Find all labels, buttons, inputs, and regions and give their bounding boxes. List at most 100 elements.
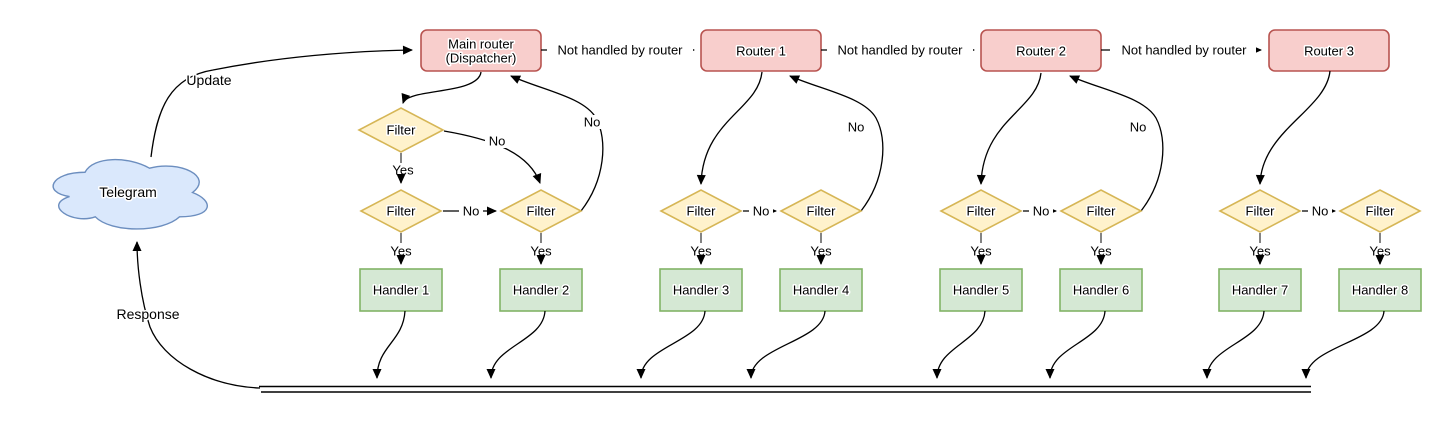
- no-label: No: [584, 115, 601, 130]
- no-label: No: [753, 204, 770, 219]
- handler-box-2: Handler 2: [499, 268, 583, 312]
- yes-label: Yes: [690, 244, 712, 259]
- handler-shape: [1218, 268, 1302, 312]
- handler-box-4: Handler 4: [779, 268, 863, 312]
- yes-label: Yes: [970, 244, 992, 259]
- no-label: No: [1130, 120, 1147, 135]
- handler-8-to-bus-arrow: [1301, 310, 1385, 379]
- router2-to-filter-arrow: [976, 72, 1042, 185]
- filter-diamond-2-right: Filter: [779, 189, 863, 233]
- filter-shape: [939, 189, 1023, 233]
- filter-main-top-shape: [357, 107, 445, 153]
- no-label-bg: [459, 204, 483, 218]
- filter-label: Filter: [1087, 204, 1117, 219]
- not-handled-edge-1: Not handled by router: [541, 41, 695, 59]
- no-label: No: [489, 134, 506, 149]
- filter-shape: [499, 189, 583, 233]
- router-main-label-line2: (Dispatcher): [446, 51, 517, 66]
- handler-2-to-bus-arrow: [486, 310, 546, 379]
- loop-no-edge-main: No: [510, 75, 604, 212]
- not-handled-label-1: Not handled by router: [557, 43, 683, 58]
- loop-no-edge-router2: No: [1069, 75, 1164, 212]
- no-label: No: [1033, 204, 1050, 219]
- filter-shape: [359, 189, 443, 233]
- main-to-filter-arrow: [401, 71, 482, 104]
- filter-diamond-4-right: Filter: [1338, 189, 1422, 233]
- handler-label: Handler 7: [1232, 283, 1288, 298]
- no-label-bg: [749, 204, 773, 218]
- handler-4-to-bus-arrow: [746, 310, 826, 379]
- yes-drop-8: Yes: [1368, 233, 1393, 265]
- handler-5-to-bus-arrow: [932, 310, 986, 379]
- yes-drop-1: Yes: [389, 233, 414, 265]
- handler-shape: [499, 268, 583, 312]
- filter-shape: [1218, 189, 1302, 233]
- no-label-bg: [1126, 120, 1150, 134]
- handler-label: Handler 1: [373, 283, 429, 298]
- filter-shape: [779, 189, 863, 233]
- telegram-label: Telegram: [99, 184, 157, 200]
- response-bus: [259, 385, 1311, 393]
- filter-shape: [1059, 189, 1143, 233]
- handler-box-7: Handler 7: [1218, 268, 1302, 312]
- not-handled-edge-3: Not handled by router: [1101, 41, 1262, 59]
- router-box-1: Router 1: [700, 29, 822, 72]
- response-edge: Response: [115, 241, 261, 389]
- handler-shape: [779, 268, 863, 312]
- handler-box-5: Handler 5: [939, 268, 1023, 312]
- update-arrow: [150, 45, 413, 158]
- handler-box-3: Handler 3: [659, 268, 743, 312]
- filter-no-link-3: No: [1023, 202, 1057, 220]
- handler-shape: [1338, 268, 1422, 312]
- router-2-label: Router 2: [1016, 44, 1066, 59]
- handler-label: Handler 4: [793, 283, 849, 298]
- not-handled-label-bg-2: [827, 42, 973, 58]
- yes-label: Yes: [810, 244, 832, 259]
- handler-label: Handler 6: [1073, 283, 1129, 298]
- handler-shape: [359, 268, 443, 312]
- not-handled-label-3: Not handled by router: [1121, 43, 1247, 58]
- handler-label: Handler 2: [513, 283, 569, 298]
- handler-1-to-bus-arrow: [372, 310, 406, 379]
- handler-label: Handler 5: [953, 283, 1009, 298]
- loop-no-arrow-router2: [1069, 75, 1164, 212]
- handler-6-to-bus-arrow: [1045, 310, 1106, 379]
- yes-drop-7: Yes: [1248, 233, 1273, 265]
- handler-box-6: Handler 6: [1059, 268, 1143, 312]
- router-box-main: Main router (Dispatcher): [420, 29, 542, 72]
- filter-diamond-4-left: Filter: [1218, 189, 1302, 233]
- filter-top-yes-edge: Yes: [391, 153, 416, 184]
- router-3-label: Router 3: [1304, 44, 1354, 59]
- yes-drop-3: Yes: [689, 233, 714, 265]
- filter-label: Filter: [1246, 204, 1276, 219]
- router-1-label: Router 1: [736, 44, 786, 59]
- filter-label: Filter: [807, 204, 837, 219]
- handler-box-1: Handler 1: [359, 268, 443, 312]
- filter-diamond-1-left: Filter: [359, 189, 443, 233]
- yes-label: Yes: [1369, 244, 1391, 259]
- no-label-bg: [844, 120, 868, 134]
- router3-to-filter-arrow: [1255, 70, 1331, 185]
- loop-no-edge-router1: No: [789, 75, 884, 212]
- not-handled-label-2: Not handled by router: [837, 43, 963, 58]
- handler-shape: [939, 268, 1023, 312]
- router-box-3: Router 3: [1268, 29, 1390, 72]
- loop-no-arrow-router1: [789, 75, 884, 212]
- filter-diamond-main-top: Filter: [357, 107, 445, 153]
- filter-label: Filter: [387, 123, 417, 138]
- filter-no-link-4: No: [1302, 202, 1336, 220]
- filter-label: Filter: [1366, 204, 1396, 219]
- loop-no-arrow-main: [510, 75, 604, 212]
- yes-label: Yes: [1249, 244, 1271, 259]
- router1-to-filter-arrow: [696, 71, 763, 185]
- no-label-bg: [580, 115, 604, 129]
- yes-drop-4: Yes: [809, 233, 834, 265]
- yes-drop-2: Yes: [529, 233, 554, 265]
- yes-drop-6: Yes: [1089, 233, 1114, 265]
- filter-shape: [659, 189, 743, 233]
- filter-no-link-1: No: [443, 202, 497, 220]
- handler-shape: [659, 268, 743, 312]
- filter-label: Filter: [527, 204, 557, 219]
- no-label-bg: [485, 134, 509, 148]
